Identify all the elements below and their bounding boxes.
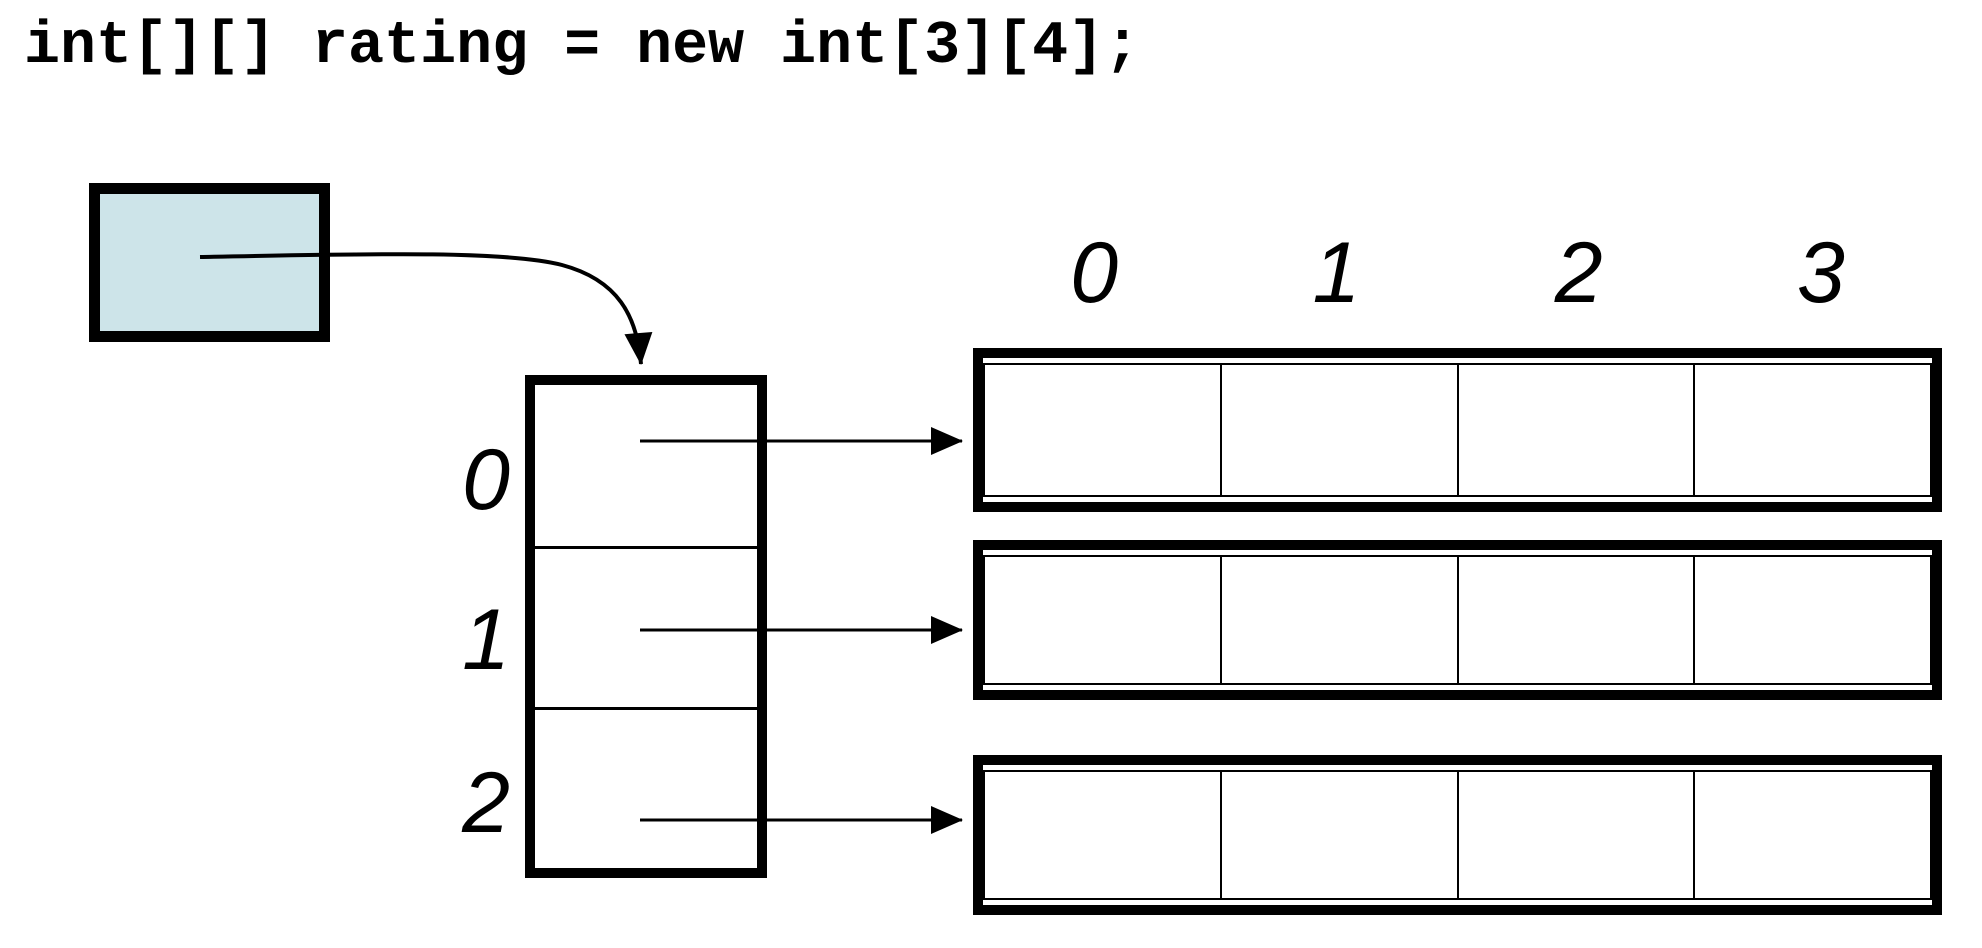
inner-array-row-2 (973, 755, 1942, 915)
column-index-1: 1 (1312, 225, 1361, 321)
array-cell (1693, 363, 1932, 497)
column-index-2: 2 (1554, 225, 1603, 321)
outer-array-cell-0 (535, 385, 757, 546)
array-cell (1219, 555, 1459, 685)
array-cell (1219, 363, 1459, 497)
inner-array-row-1 (973, 540, 1942, 700)
outer-array-cell-2 (535, 707, 757, 868)
column-index-header: 0 1 2 3 (973, 218, 1942, 328)
array-cell (1456, 555, 1696, 685)
outer-array-cell-1 (535, 546, 757, 707)
outer-array (525, 375, 767, 878)
outer-array-index-label-2: 2 (462, 755, 510, 851)
outer-array-index-label-1: 1 (462, 592, 510, 688)
array-cell (983, 770, 1222, 900)
array-cell (1456, 770, 1696, 900)
column-index-3: 3 (1796, 225, 1845, 321)
outer-array-index-label-0: 0 (462, 432, 510, 528)
code-declaration: int[][] rating = new int[3][4]; (24, 13, 1141, 81)
array-cell (1693, 555, 1932, 685)
reference-variable-box (89, 183, 330, 342)
array-cell (1456, 363, 1696, 497)
array-cell (1693, 770, 1932, 900)
inner-array-row-0 (973, 348, 1942, 512)
array-cell (1219, 770, 1459, 900)
column-index-0: 0 (1070, 225, 1119, 321)
array-cell (983, 555, 1222, 685)
array-cell (983, 363, 1222, 497)
